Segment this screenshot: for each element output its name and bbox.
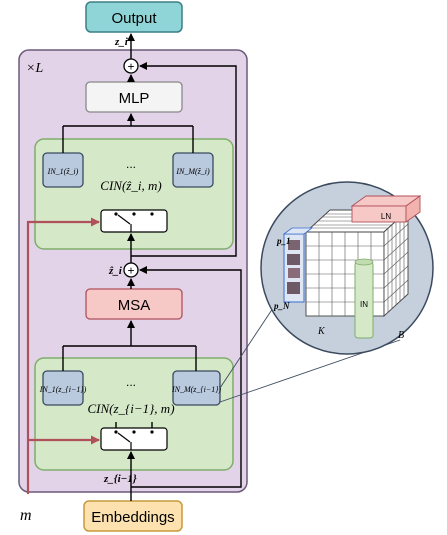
zhat-i-label: ẑ_i xyxy=(108,265,123,277)
cin-top-dots: ... xyxy=(126,157,136,171)
z-im1-label: z_{i−1} xyxy=(103,473,137,485)
cin-bottom-in-left-label: IN_1(z_{i−1}) xyxy=(39,385,87,394)
top-add-symbol: + xyxy=(127,60,134,74)
output-box xyxy=(85,1,183,33)
condition-arrows xyxy=(26,217,100,494)
msa-label: MSA xyxy=(118,297,151,314)
cin-top-switch xyxy=(100,209,168,233)
cin-bottom-switch xyxy=(100,427,168,451)
embeddings-label: Embeddings xyxy=(91,509,174,526)
flow-arrows xyxy=(62,33,242,501)
output-label: Output xyxy=(111,10,157,27)
mlp-label: MLP xyxy=(119,90,150,107)
b-label: B xyxy=(398,330,404,341)
mid-add-symbol: + xyxy=(127,264,134,278)
embeddings-box xyxy=(83,500,183,532)
ln-label: LN xyxy=(381,212,391,221)
k-label: K xyxy=(317,326,326,337)
cin-top-in-left-label: IN_1(ẑ_i) xyxy=(47,167,79,176)
cin-bottom-dots: ... xyxy=(126,375,136,389)
mlp-box xyxy=(85,81,183,113)
pN-label: p_N xyxy=(273,301,290,311)
cin-top-in-right-label: IN_M(ẑ_i) xyxy=(175,167,210,176)
cin-bottom-in-right-label: IN_M(z_{i−1}) xyxy=(171,385,221,394)
cube-illustration: LN IN p_1 p_N K B xyxy=(273,195,422,341)
msa-box xyxy=(85,288,183,320)
z-i-label: z_i xyxy=(114,36,129,48)
m-label: m xyxy=(20,507,32,524)
cin-top-label: CIN(ẑ_i, m) xyxy=(100,178,161,193)
cin-bottom-label: CIN(z_{i−1}, m) xyxy=(87,401,174,416)
p1-label: p_1 xyxy=(276,236,291,246)
repeat-label: ×L xyxy=(26,61,43,76)
in-label: IN xyxy=(360,300,368,309)
